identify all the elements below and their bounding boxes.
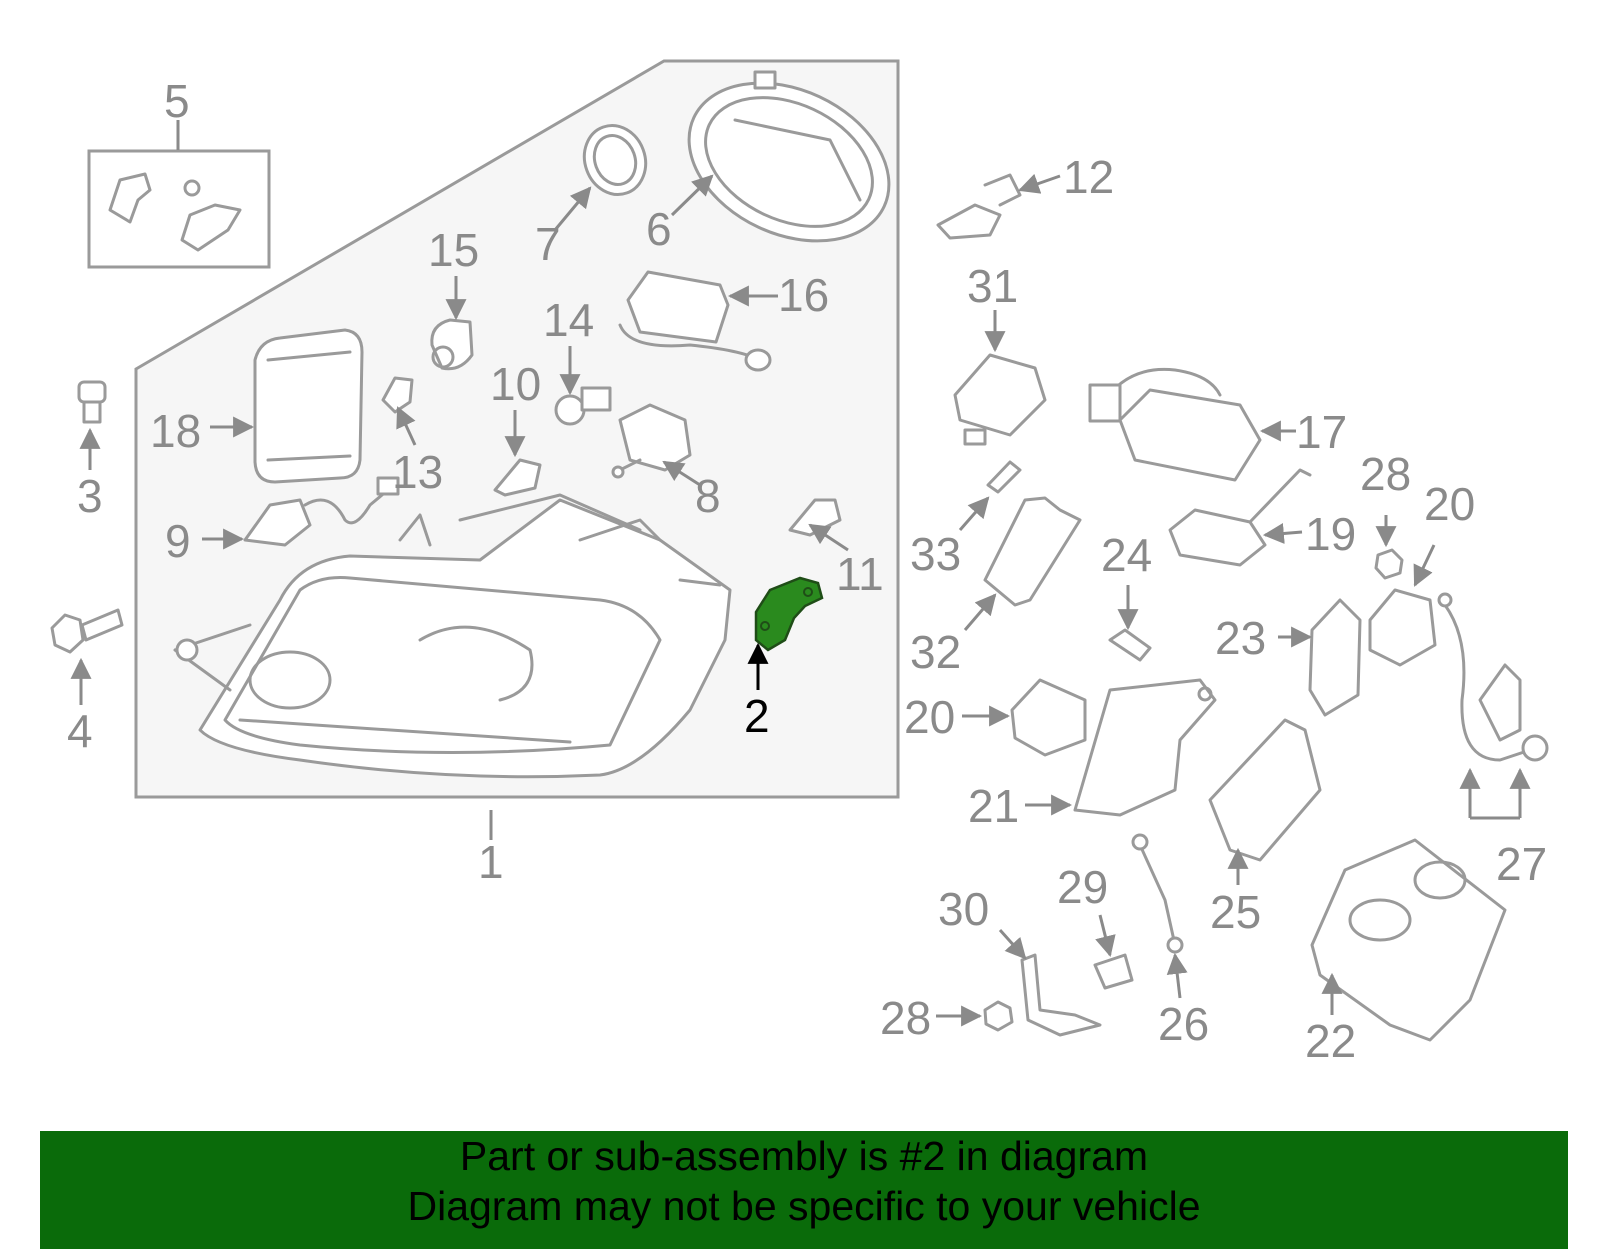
nut-28a — [1374, 548, 1404, 580]
callout-21: 21 — [968, 780, 1019, 832]
callout-31: 31 — [967, 260, 1018, 312]
callout-22: 22 — [1305, 1015, 1356, 1067]
info-banner: Part or sub-assembly is #2 in diagram Di… — [40, 1131, 1568, 1249]
sensor-24 — [1108, 628, 1152, 662]
headlamp-housing — [173, 493, 732, 779]
bolt-4 — [50, 608, 124, 654]
bulb-9 — [243, 476, 400, 547]
pad-33 — [986, 460, 1022, 494]
bulb-8 — [611, 403, 692, 479]
sensor-27 — [1437, 592, 1549, 762]
bracket-19 — [1168, 468, 1312, 567]
callout-16: 16 — [778, 269, 829, 321]
clip-kit-box — [87, 149, 271, 269]
sensor-rod-26 — [1131, 833, 1184, 954]
mount-22 — [1310, 838, 1507, 1042]
leader-lines — [70, 120, 1531, 1027]
cover-25 — [1208, 718, 1322, 862]
callout-18: 18 — [150, 405, 201, 457]
callout-7: 7 — [535, 218, 561, 270]
callout-13: 13 — [392, 446, 443, 498]
callout-10: 10 — [490, 358, 541, 410]
housing-cover-ring — [687, 70, 891, 243]
callout-17: 17 — [1296, 406, 1347, 458]
banner-line-1: Part or sub-assembly is #2 in diagram — [459, 1133, 1149, 1179]
callout-9: 9 — [165, 515, 191, 567]
callout-3: 3 — [77, 470, 103, 522]
callout-11: 11 — [836, 548, 884, 600]
callout-28-bottom: 28 — [880, 992, 931, 1044]
bulb-socket-15 — [430, 318, 474, 371]
module-31 — [953, 353, 1047, 446]
switch-20-left — [1010, 678, 1087, 757]
callout-25: 25 — [1210, 886, 1261, 938]
callout-15: 15 — [428, 224, 479, 276]
callout-23: 23 — [1215, 612, 1266, 664]
bracket-21 — [1073, 678, 1217, 817]
callout-30: 30 — [938, 883, 989, 935]
callout-20-right: 20 — [1424, 478, 1475, 530]
bracket-30 — [1020, 953, 1102, 1037]
module-17 — [1088, 367, 1262, 482]
callout-6: 6 — [646, 203, 672, 255]
bulb-13 — [381, 376, 414, 414]
callout-27: 27 — [1496, 838, 1547, 890]
bulb-14 — [554, 386, 612, 426]
callout-1: 1 — [478, 836, 504, 888]
nut-28b — [983, 1000, 1014, 1032]
bracket-32 — [983, 496, 1082, 607]
callout-26: 26 — [1158, 998, 1209, 1050]
clip-29 — [1093, 953, 1134, 990]
control-module-16 — [618, 270, 772, 372]
callout-4: 4 — [67, 705, 93, 757]
screw-3 — [77, 380, 107, 424]
callout-19: 19 — [1305, 508, 1356, 560]
switch-20-right — [1368, 588, 1437, 667]
banner-line-2: Diagram may not be specific to your vehi… — [407, 1183, 1201, 1229]
callout-33: 33 — [910, 528, 961, 580]
callout-28-top: 28 — [1360, 448, 1411, 500]
callout-24: 24 — [1101, 529, 1152, 581]
bulb-10 — [493, 458, 542, 497]
callout-14: 14 — [543, 294, 594, 346]
callout-5: 5 — [164, 75, 190, 127]
callout-29: 29 — [1057, 861, 1108, 913]
callout-8: 8 — [695, 470, 721, 522]
callout-32: 32 — [910, 626, 961, 678]
plate-23 — [1308, 598, 1362, 717]
callout-labels: 1 2 3 4 5 6 7 8 9 10 11 12 13 14 15 16 1… — [67, 75, 1547, 1067]
ballast-unit-18 — [253, 328, 364, 484]
callout-20-left: 20 — [904, 691, 955, 743]
bulb-retainer-ring — [582, 124, 648, 196]
bulb-12 — [936, 173, 1022, 240]
callout-2: 2 — [744, 690, 770, 742]
callout-12: 12 — [1063, 151, 1114, 203]
